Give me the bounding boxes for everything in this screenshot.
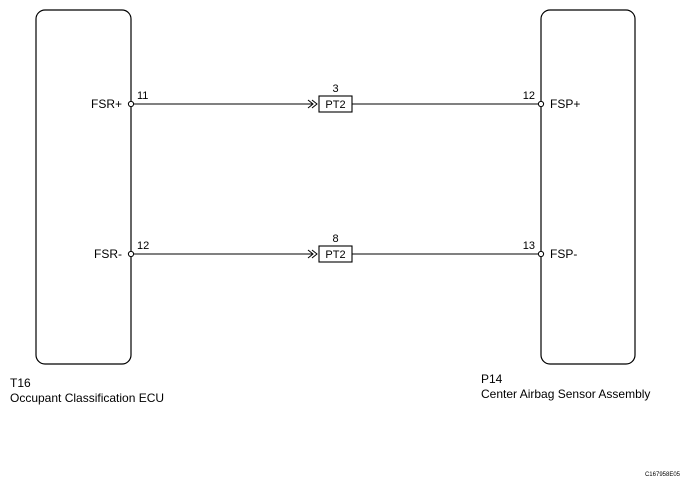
left-component-code: T16: [10, 376, 31, 390]
right-component-body: [540, 9, 636, 365]
left-component-body: [35, 9, 132, 365]
connector-2-pin: 8: [332, 233, 338, 245]
right-pin-1-terminal: [537, 100, 545, 108]
right-component-code: P14: [481, 372, 503, 386]
left-pin-1-terminal: [127, 100, 135, 108]
figure-code: C167958E05: [644, 472, 680, 478]
connector-1-box: [318, 95, 353, 113]
connector-1-arrow: [307, 99, 318, 109]
left-pin-2-number: 12: [137, 240, 149, 252]
right-pin-1-number: 12: [523, 90, 535, 102]
left-pin-1-label: FSR+: [91, 97, 122, 111]
connector-2-label: PT2: [325, 249, 345, 261]
left-component-name: Occupant Classification ECU: [10, 391, 165, 405]
right-pin-2-number: 13: [523, 240, 535, 252]
connector-1-label: PT2: [325, 99, 345, 111]
left-pin-2-label: FSR-: [94, 247, 122, 261]
right-pin-2-label: FSP-: [550, 247, 577, 261]
left-pin-2-terminal: [127, 250, 135, 258]
left-pin-1-number: 11: [137, 90, 148, 102]
connector-2-arrow: [307, 249, 318, 259]
right-pin-2-terminal: [537, 250, 545, 258]
connector-1-pin: 3: [332, 83, 338, 95]
right-pin-1-label: FSP+: [550, 97, 580, 111]
right-component-name: Center Airbag Sensor Assembly: [481, 387, 651, 401]
connector-2-box: [318, 245, 353, 263]
